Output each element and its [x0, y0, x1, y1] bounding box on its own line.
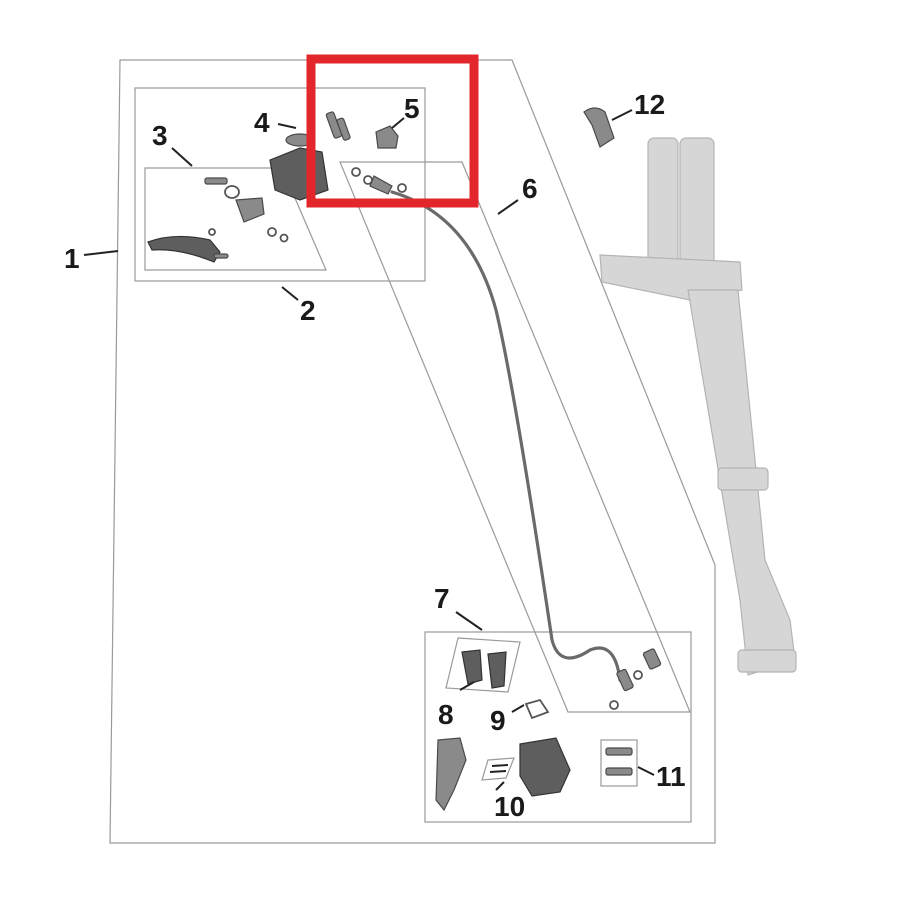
callout-9: 9	[490, 705, 506, 736]
leader-1	[83, 250, 119, 256]
mirror-clamp-part-5	[375, 125, 399, 149]
master-cylinder-group-box	[134, 87, 426, 282]
callout-5: 5	[404, 93, 420, 124]
callout-1: 1	[64, 243, 80, 274]
callout-8: 8	[438, 699, 454, 730]
elbow-fitting-part-12	[583, 107, 615, 148]
leader-3	[171, 147, 193, 167]
leader-12	[611, 109, 633, 121]
lever-subgroup-outline	[144, 167, 327, 271]
caliper-bracket	[435, 737, 467, 812]
pad-spring-part-9	[524, 698, 550, 720]
leader-2	[281, 286, 299, 301]
highlight-box-part-5	[306, 54, 479, 208]
caliper-body	[519, 737, 571, 797]
brake-pad-right	[487, 651, 507, 689]
leader-4	[277, 123, 297, 129]
leader-6	[497, 199, 519, 215]
callout-12: 12	[634, 89, 665, 120]
callout-10: 10	[494, 791, 525, 822]
brake-pad-left	[461, 649, 483, 685]
brake-hose	[390, 190, 622, 682]
front-fork-assembly	[599, 137, 797, 676]
leader-7	[455, 611, 483, 631]
callout-4: 4	[254, 107, 270, 138]
callout-11: 11	[656, 761, 686, 792]
leader-10	[495, 781, 505, 791]
leader-8	[459, 681, 475, 691]
caliper-group-box	[424, 631, 692, 823]
pin-kit-outline	[481, 757, 515, 781]
hose-upper-fittings	[351, 167, 407, 195]
pin-line	[491, 764, 509, 767]
leader-11	[637, 766, 655, 776]
caliper-bolt-lower	[605, 767, 633, 776]
caliper-bolt-upper	[605, 747, 633, 756]
clamp-bolt	[336, 117, 351, 141]
assembly-frame-outline	[109, 59, 716, 844]
brake-pad-subgroup-outline	[445, 637, 521, 693]
callout-3: 3	[152, 120, 168, 151]
hose-lower-fittings	[609, 648, 662, 710]
leader-5	[391, 117, 405, 129]
callout-6: 6	[522, 173, 538, 204]
brake-lever-parts	[147, 177, 289, 263]
callout-2: 2	[300, 295, 316, 326]
leader-9	[511, 704, 525, 713]
master-cylinder-body	[269, 147, 329, 201]
pin-line	[489, 770, 507, 773]
callout-7: 7	[434, 583, 450, 614]
caliper-bolts-outline	[600, 739, 638, 787]
hose-group-outline	[339, 161, 691, 713]
